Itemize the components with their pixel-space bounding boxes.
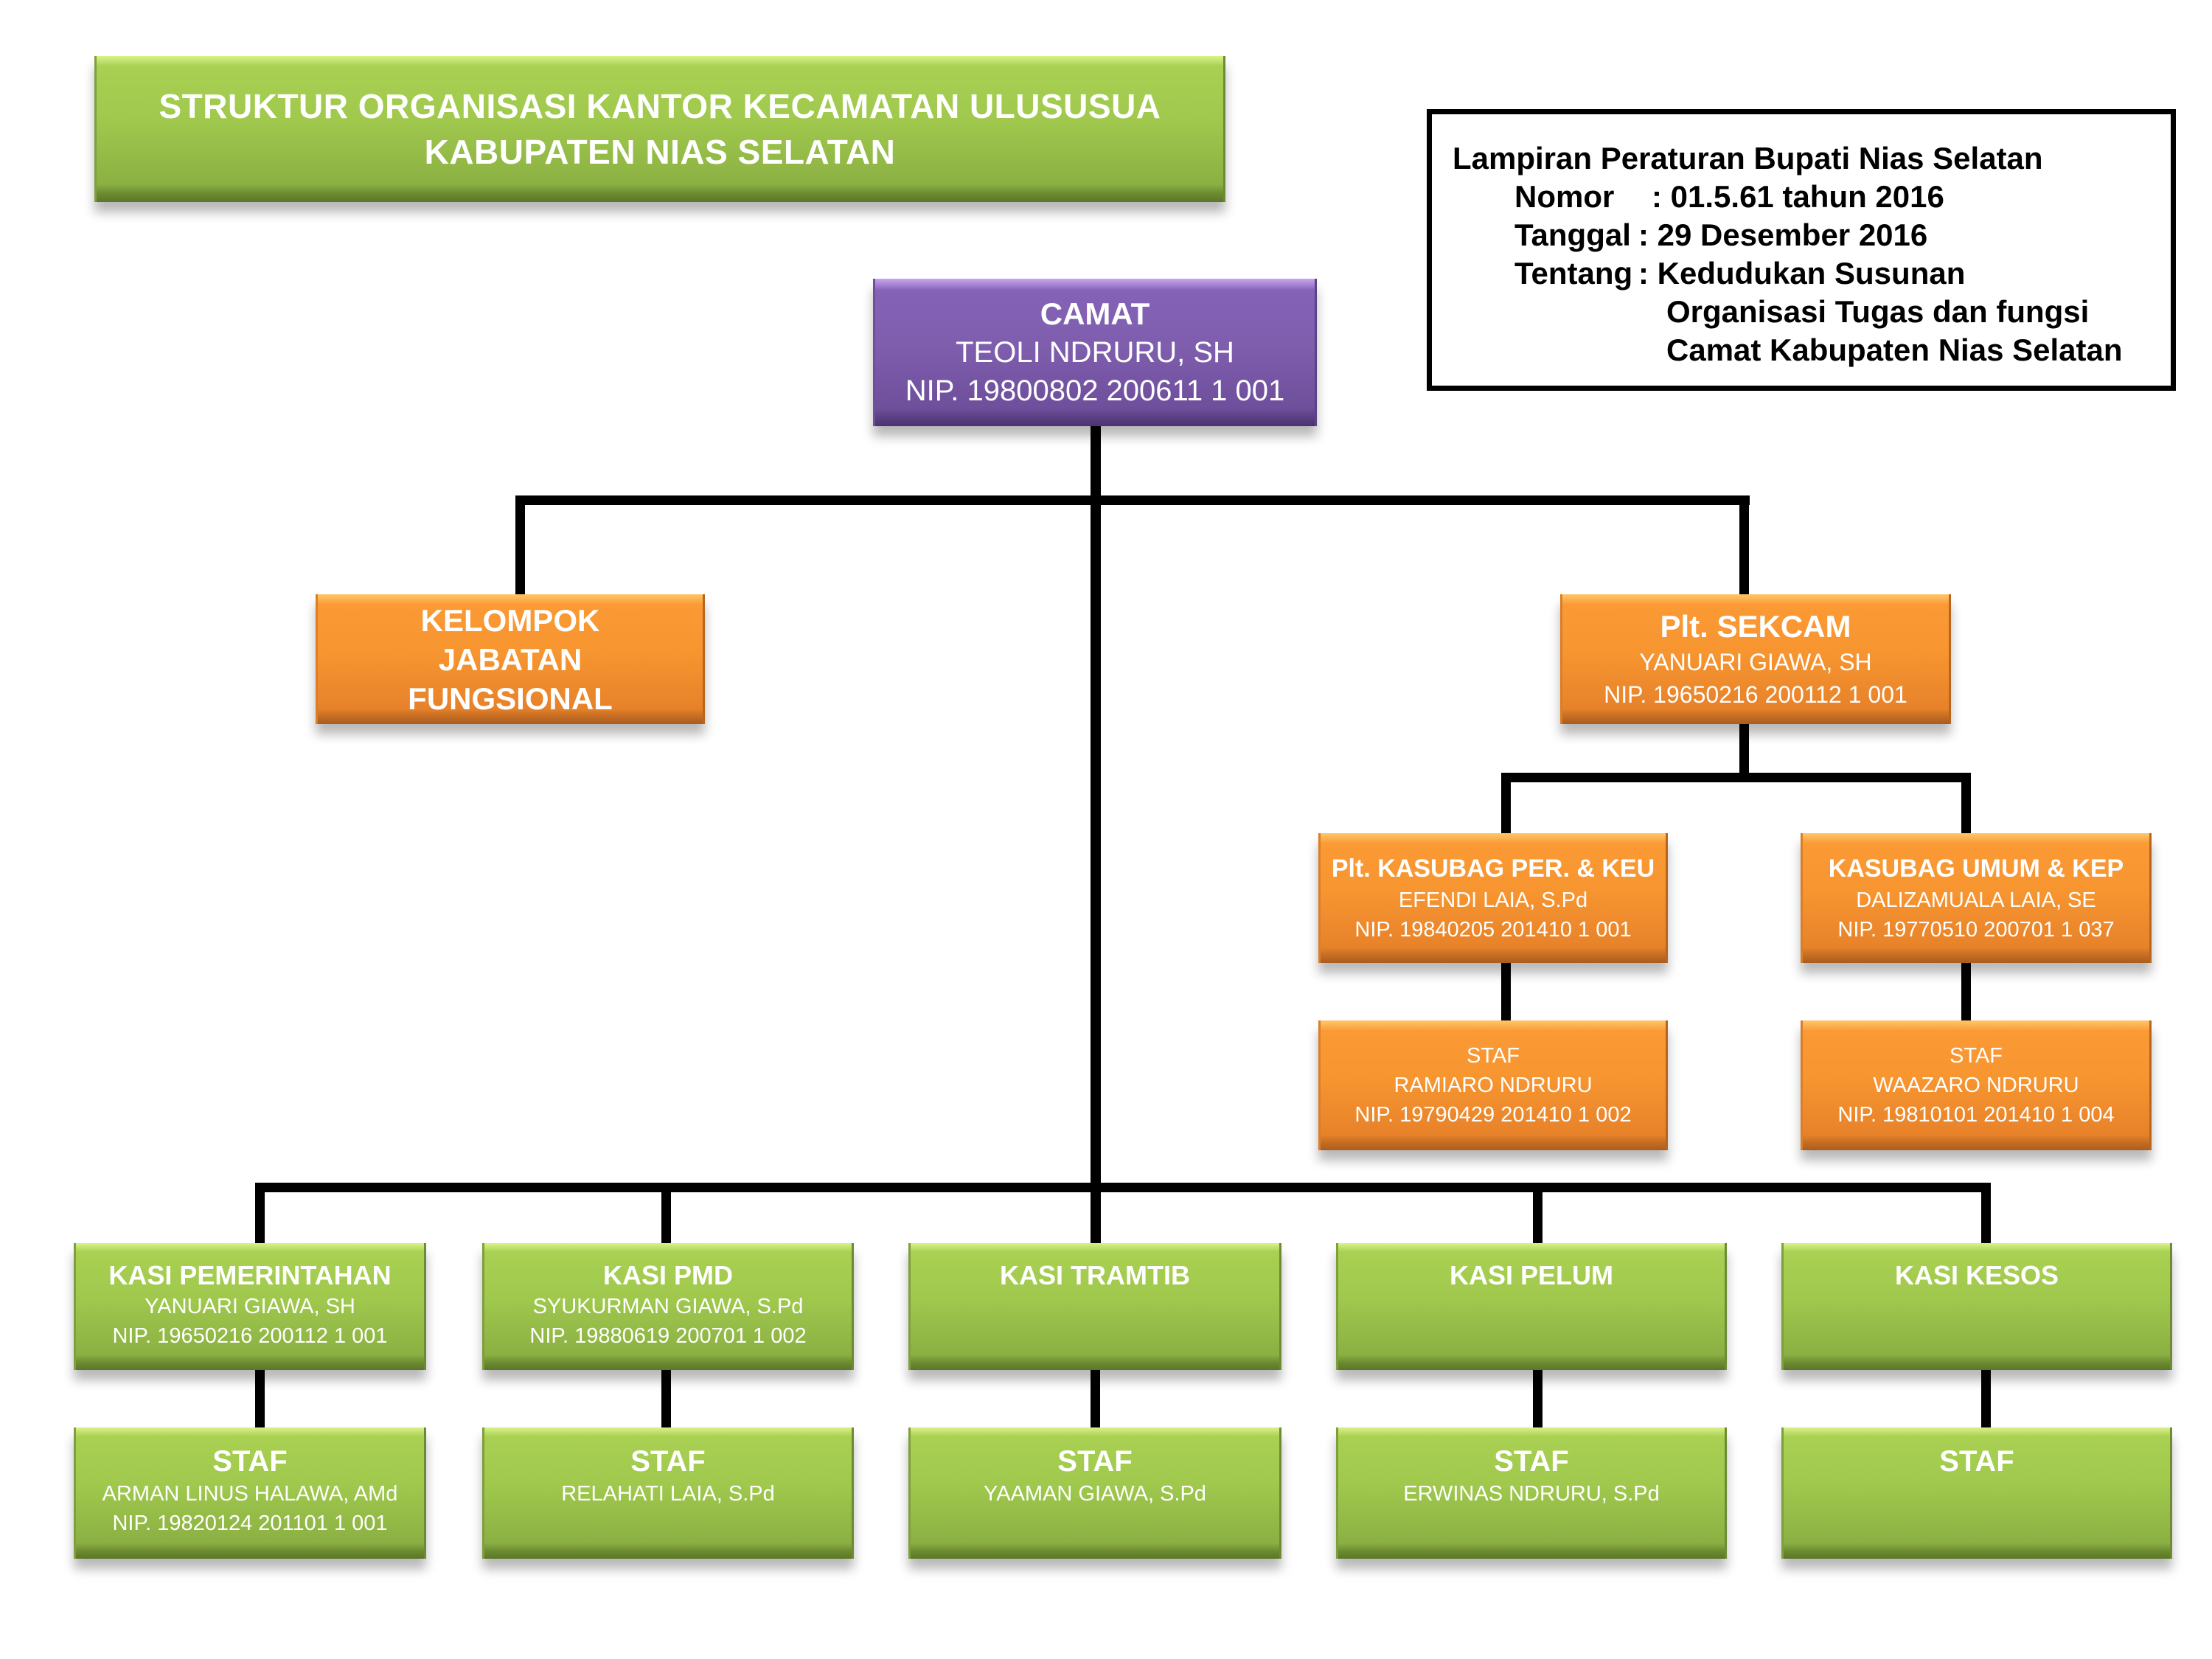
org-node-kasi-tramtib: KASI TRAMTIB	[908, 1243, 1281, 1370]
reference-tanggal-label: Tanggal	[1514, 218, 1631, 252]
node-name: ARMAN LINUS HALAWA, AMd	[102, 1482, 398, 1506]
node-name: YAAMAN GIAWA, S.Pd	[984, 1482, 1206, 1506]
node-nip: NIP. 19800802 200611 1 001	[905, 375, 1285, 407]
connector-to-kasubag-keu	[1501, 773, 1511, 833]
node-role: KASI PMD	[602, 1260, 733, 1290]
node-role: KASI TRAMTIB	[1000, 1260, 1190, 1290]
node-name: RELAHATI LAIA, S.Pd	[561, 1482, 775, 1506]
org-node-staff-pelum: STAF ERWINAS NDRURU, S.Pd	[1336, 1427, 1727, 1559]
connector-kasi-pelum-staff	[1533, 1370, 1543, 1427]
node-role: STAF	[1467, 1044, 1520, 1068]
node-role: STAF	[1950, 1044, 2003, 1068]
org-node-kasi-pmd: KASI PMD SYUKURMAN GIAWA, S.Pd NIP. 1988…	[482, 1243, 854, 1370]
node-name: YANUARI GIAWA, SH	[145, 1295, 355, 1318]
org-node-kasi-kesos: KASI KESOS	[1781, 1243, 2172, 1370]
connector-sections-horizontal	[255, 1183, 1991, 1192]
connector-kasubag-umum-staff	[1961, 963, 1971, 1020]
connector-to-functional-group	[515, 495, 525, 594]
org-node-sekcam: Plt. SEKCAM YANUARI GIAWA, SH NIP. 19650…	[1560, 594, 1951, 724]
reference-tentang-value-3: Camat Kabupaten Nias Selatan	[1666, 333, 2123, 367]
connector-to-kasi-pemerintahan	[255, 1183, 265, 1243]
connector-to-kasi-pmd	[661, 1183, 671, 1243]
node-role: STAF	[212, 1445, 288, 1478]
node-name: SYUKURMAN GIAWA, S.Pd	[532, 1295, 804, 1318]
node-name: TEOLI NDRURU, SH	[956, 336, 1234, 369]
node-role: STAF	[630, 1445, 706, 1478]
connector-to-kasubag-umum	[1961, 773, 1971, 833]
title-line-1: STRUKTUR ORGANISASI KANTOR KECAMATAN ULU…	[159, 87, 1161, 125]
chart-title-banner: STRUKTUR ORGANISASI KANTOR KECAMATAN ULU…	[94, 56, 1225, 202]
node-role: STAF	[1494, 1445, 1569, 1478]
connector-kasi-tramtib-staff	[1091, 1370, 1100, 1427]
reference-tentang-label: Tentang	[1514, 256, 1633, 291]
node-role-line-1: KELOMPOK	[420, 602, 600, 638]
connector-sekcam-down	[1739, 724, 1749, 777]
org-node-staff-umum: STAF WAAZARO NDRURU NIP. 19810101 201410…	[1801, 1020, 2152, 1150]
node-nip: NIP. 19650216 200112 1 001	[112, 1324, 388, 1348]
org-node-kasubag-umum: KASUBAG UMUM & KEP DALIZAMUALA LAIA, SE …	[1801, 833, 2152, 963]
org-node-functional-group: KELOMPOK JABATAN FUNGSIONAL	[316, 594, 705, 724]
reference-tentang-value-1: : Kedudukan Susunan	[1638, 256, 1966, 291]
node-role: KASI PELUM	[1449, 1260, 1613, 1290]
node-name: YANUARI GIAWA, SH	[1639, 649, 1872, 675]
org-node-kasubag-keuangan: Plt. KASUBAG PER. & KEU EFENDI LAIA, S.P…	[1318, 833, 1668, 963]
org-node-kasi-pemerintahan: KASI PEMERINTAHAN YANUARI GIAWA, SH NIP.…	[74, 1243, 426, 1370]
node-nip: NIP. 19790429 201410 1 002	[1354, 1103, 1632, 1127]
reference-nomor-label: Nomor	[1514, 179, 1615, 214]
node-nip: NIP. 19770510 200701 1 037	[1837, 918, 2115, 942]
node-role: KASI KESOS	[1894, 1260, 2059, 1290]
connector-kasi-pemerintahan-staff	[255, 1370, 265, 1427]
org-node-staff-kesos: STAF	[1781, 1427, 2172, 1559]
connector-subsection-horizontal	[1501, 773, 1971, 782]
connector-camat-trunk	[1091, 426, 1101, 1243]
connector-kasi-pmd-staff	[661, 1370, 671, 1427]
connector-level2-horizontal	[515, 495, 1750, 505]
node-role: KASI PEMERINTAHAN	[108, 1260, 392, 1290]
connector-to-sekcam	[1739, 495, 1749, 594]
node-role: CAMAT	[1040, 296, 1150, 331]
org-node-staff-tramtib: STAF YAAMAN GIAWA, S.Pd	[908, 1427, 1281, 1559]
node-role: KASUBAG UMUM & KEP	[1828, 855, 2124, 883]
node-role: Plt. SEKCAM	[1660, 609, 1851, 644]
node-name: WAAZARO NDRURU	[1873, 1074, 2079, 1097]
node-role: STAF	[1057, 1445, 1133, 1478]
node-nip: NIP. 19820124 201101 1 001	[112, 1512, 388, 1535]
node-name: EFENDI LAIA, S.Pd	[1398, 888, 1588, 912]
title-line-2: KABUPATEN NIAS SELATAN	[424, 133, 896, 171]
node-role-line-2: JABATAN	[438, 641, 582, 677]
org-node-kasi-pelum: KASI PELUM	[1336, 1243, 1727, 1370]
node-role-line-3: FUNGSIONAL	[408, 681, 613, 716]
node-name: DALIZAMUALA LAIA, SE	[1856, 888, 2096, 912]
node-role: Plt. KASUBAG PER. & KEU	[1331, 855, 1655, 883]
connector-kasubag-keu-staff	[1501, 963, 1511, 1020]
node-nip: NIP. 19650216 200112 1 001	[1604, 681, 1907, 708]
node-nip: NIP. 19810101 201410 1 004	[1837, 1103, 2115, 1127]
node-role: STAF	[1939, 1445, 2014, 1478]
org-node-camat: CAMAT TEOLI NDRURU, SH NIP. 19800802 200…	[873, 279, 1317, 426]
connector-to-kasi-kesos	[1981, 1183, 1991, 1243]
connector-to-kasi-pelum	[1533, 1183, 1543, 1243]
node-nip: NIP. 19840205 201410 1 001	[1354, 918, 1632, 942]
reference-tentang-value-2: Organisasi Tugas dan fungsi	[1666, 294, 2090, 329]
org-node-staff-pmd: STAF RELAHATI LAIA, S.Pd	[482, 1427, 854, 1559]
regulation-reference-box: Lampiran Peraturan Bupati Nias Selatan N…	[1427, 109, 2176, 391]
node-nip: NIP. 19880619 200701 1 002	[529, 1324, 807, 1348]
org-node-staff-keuangan: STAF RAMIARO NDRURU NIP. 19790429 201410…	[1318, 1020, 1668, 1150]
node-name: ERWINAS NDRURU, S.Pd	[1403, 1482, 1660, 1506]
node-name: RAMIARO NDRURU	[1394, 1074, 1593, 1097]
org-node-staff-pemerintahan: STAF ARMAN LINUS HALAWA, AMd NIP. 198201…	[74, 1427, 426, 1559]
reference-nomor-value: : 01.5.61 tahun 2016	[1652, 179, 1944, 214]
connector-kasi-kesos-staff	[1981, 1370, 1991, 1427]
reference-heading: Lampiran Peraturan Bupati Nias Selatan	[1453, 141, 2043, 175]
reference-tanggal-value: : 29 Desember 2016	[1638, 218, 1928, 252]
